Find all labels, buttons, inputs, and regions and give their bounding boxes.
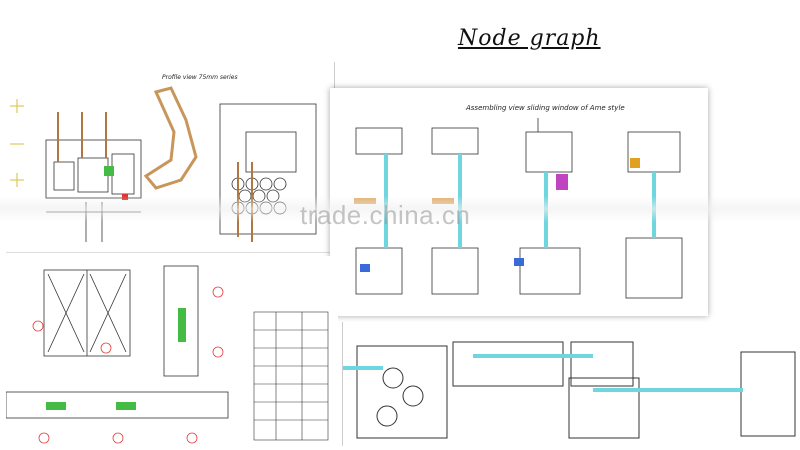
profile-section-left: [45, 112, 142, 242]
watermark-band: [0, 196, 800, 222]
assembly-caption: Assembling view sliding window of Ame st…: [466, 104, 625, 112]
section-detail-drawing: [343, 341, 796, 439]
profile-caption: Profile view 75mm series: [162, 74, 238, 81]
profile-drawing: [10, 86, 317, 242]
roller-blue: [360, 264, 370, 272]
page-title: Node graph: [458, 26, 601, 51]
section-detail-panel: [342, 322, 799, 446]
hardware-orange: [630, 158, 640, 168]
track-section: [6, 391, 229, 419]
glass-lines: [343, 354, 743, 392]
callout-circles: [32, 286, 224, 444]
large-profile-sections: [356, 341, 796, 439]
watermark-text: trade.china.cn: [300, 200, 471, 230]
window-elevation-panel: [6, 256, 338, 446]
mullion-section: [163, 265, 199, 377]
elevation-drawing: [6, 265, 329, 444]
lock-magenta: [556, 174, 568, 190]
profile-view-panel: Profile view 75mm series: [6, 62, 335, 253]
spec-table: [253, 311, 329, 441]
gasket-green: [104, 166, 114, 176]
crosshair-marks: [10, 99, 24, 187]
handle-drawing: [143, 86, 198, 190]
